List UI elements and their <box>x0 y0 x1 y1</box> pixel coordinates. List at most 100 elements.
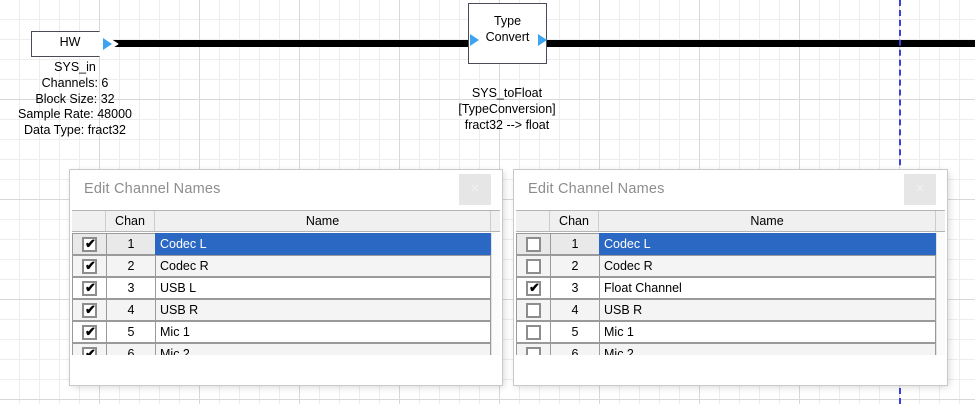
cell-chan[interactable]: 2 <box>550 255 599 277</box>
cell-name[interactable]: USB R <box>155 299 491 321</box>
cell-chan[interactable]: 5 <box>550 321 599 343</box>
check-icon: ✔ <box>529 279 540 295</box>
row-scroll-gutter <box>936 321 945 343</box>
dialog-titlebar[interactable]: Edit Channel Names × <box>70 170 502 210</box>
row-checkbox-cell[interactable]: ✔ <box>516 277 550 299</box>
column-header-chan[interactable]: Chan <box>550 211 599 231</box>
check-icon: ✔ <box>85 323 96 339</box>
row-checkbox-cell[interactable]: ✔ <box>72 299 106 321</box>
block-hw[interactable]: HW <box>31 31 119 57</box>
cell-name[interactable]: Codec R <box>155 255 491 277</box>
wire-typeconvert-out[interactable] <box>539 40 975 47</box>
close-button[interactable]: × <box>459 174 491 205</box>
type-convert-name: SYS_toFloat <box>471 86 543 100</box>
cell-chan[interactable]: 3 <box>106 277 155 299</box>
type-convert-input-port[interactable] <box>470 34 479 46</box>
cell-name[interactable]: Mic 1 <box>155 321 491 343</box>
row-checkbox-cell[interactable] <box>516 233 550 255</box>
row-scroll-gutter <box>491 277 500 299</box>
dialog-footer <box>72 355 500 383</box>
column-header-name[interactable]: Name <box>599 211 936 231</box>
row-scroll-gutter <box>491 299 500 321</box>
header-scroll-gutter <box>936 211 945 231</box>
hw-block-name: SYS_in <box>54 60 96 74</box>
row-checkbox-cell[interactable]: ✔ <box>72 277 106 299</box>
column-header-chan[interactable]: Chan <box>106 211 155 231</box>
row-scroll-gutter <box>936 255 945 277</box>
block-type-convert[interactable]: Type Convert <box>468 3 547 64</box>
checkbox-unchecked-icon[interactable] <box>526 236 541 252</box>
table-header-row: Chan Name <box>516 210 945 232</box>
dialog-titlebar[interactable]: Edit Channel Names × <box>514 170 947 210</box>
hw-output-port[interactable] <box>103 38 112 50</box>
checkbox-checked-icon[interactable]: ✔ <box>526 279 541 296</box>
row-scroll-gutter <box>936 233 945 255</box>
type-convert-output-port[interactable] <box>538 34 547 46</box>
checkbox-checked-icon[interactable]: ✔ <box>82 301 97 318</box>
checkbox-unchecked-icon[interactable] <box>526 258 541 274</box>
row-checkbox-cell[interactable] <box>516 299 550 321</box>
row-checkbox-cell[interactable] <box>516 255 550 277</box>
checkbox-unchecked-icon[interactable] <box>526 324 541 340</box>
cell-name[interactable]: USB R <box>599 299 936 321</box>
cell-chan[interactable]: 2 <box>106 255 155 277</box>
cell-chan[interactable]: 5 <box>106 321 155 343</box>
cell-chan[interactable]: 4 <box>550 299 599 321</box>
check-icon: ✔ <box>85 301 96 317</box>
cell-name[interactable]: Codec L <box>599 233 936 255</box>
header-scroll-gutter <box>491 211 500 231</box>
cell-chan[interactable]: 3 <box>550 277 599 299</box>
cell-chan[interactable]: 4 <box>106 299 155 321</box>
column-header-name[interactable]: Name <box>155 211 491 231</box>
cell-name[interactable]: Codec R <box>599 255 936 277</box>
cell-name[interactable]: Codec L <box>155 233 491 255</box>
row-scroll-gutter <box>936 299 945 321</box>
type-convert-title-line2: Convert <box>485 30 530 44</box>
checkbox-checked-icon[interactable]: ✔ <box>82 323 97 340</box>
checkbox-checked-icon[interactable]: ✔ <box>82 235 97 252</box>
table-header-row: Chan Name <box>72 210 500 232</box>
cell-name[interactable]: Float Channel <box>599 277 936 299</box>
row-checkbox-cell[interactable]: ✔ <box>72 321 106 343</box>
row-checkbox-cell[interactable] <box>516 321 550 343</box>
dialog-title: Edit Channel Names <box>528 181 665 197</box>
checkbox-unchecked-icon[interactable] <box>526 302 541 318</box>
check-icon: ✔ <box>85 279 96 295</box>
checkbox-checked-icon[interactable]: ✔ <box>82 279 97 296</box>
check-icon: ✔ <box>85 235 96 251</box>
row-scroll-gutter <box>491 343 500 365</box>
column-header-checkbox[interactable] <box>72 211 106 231</box>
row-scroll-gutter <box>491 255 500 277</box>
row-checkbox-cell[interactable]: ✔ <box>72 233 106 255</box>
cell-name[interactable]: Mic 1 <box>599 321 936 343</box>
cell-name[interactable]: USB L <box>155 277 491 299</box>
row-scroll-gutter <box>936 343 945 365</box>
wire-hw-to-typeconvert[interactable] <box>113 40 476 47</box>
column-header-checkbox[interactable] <box>516 211 550 231</box>
row-scroll-gutter <box>936 277 945 299</box>
close-button[interactable]: × <box>904 174 936 205</box>
type-convert-title-line1: Type <box>493 14 522 28</box>
dialog-footer <box>516 355 945 383</box>
check-icon: ✔ <box>85 257 96 273</box>
row-checkbox-cell[interactable]: ✔ <box>72 255 106 277</box>
cell-chan[interactable]: 1 <box>550 233 599 255</box>
cell-chan[interactable]: 1 <box>106 233 155 255</box>
checkbox-checked-icon[interactable]: ✔ <box>82 257 97 274</box>
